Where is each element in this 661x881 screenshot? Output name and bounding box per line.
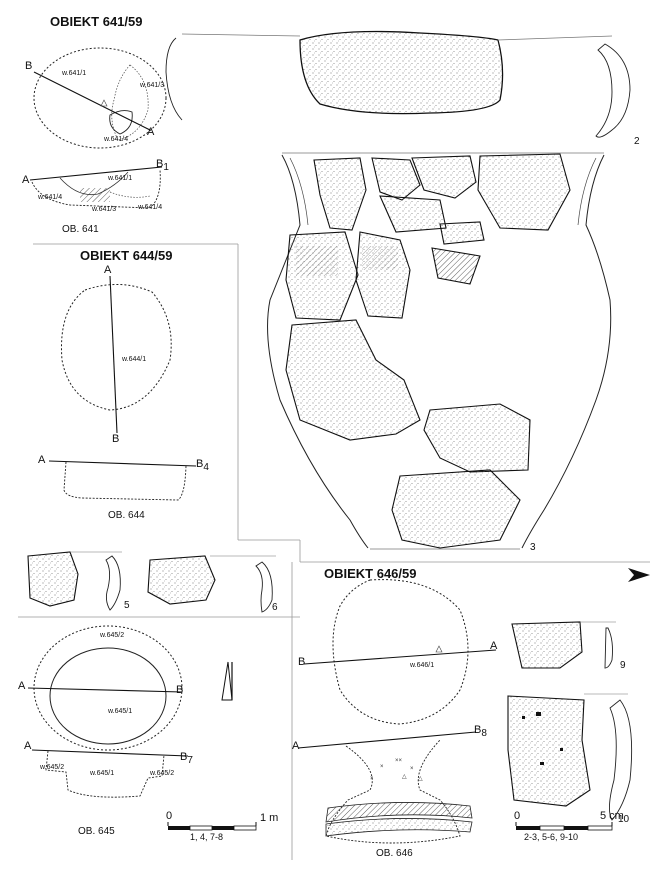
scale-m-start: 0	[166, 810, 173, 822]
section-label-w641-4-right: w.641/4	[138, 204, 163, 211]
section-b-644: B4	[196, 458, 209, 473]
scale-m-end: 1 m	[260, 812, 279, 824]
title-641: OBIEKT 641/59	[50, 14, 143, 29]
find-number-5: 5	[124, 600, 130, 611]
find-9-drawing	[511, 621, 616, 669]
plan-641	[33, 47, 167, 149]
label-w641-1: w.641/1	[62, 70, 87, 77]
scale-cm-note: 2-3, 5-6, 9-10	[524, 832, 579, 842]
section-label-w641-3: w.641/3	[92, 206, 117, 213]
marker-a-641: A	[147, 126, 155, 138]
caption-644: OB. 644	[108, 510, 145, 521]
section-a-645: A	[24, 740, 32, 752]
title-646: OBIEKT 646/59	[324, 566, 417, 581]
svg-text:△: △	[402, 774, 407, 780]
label-w641-4: w.641/4	[104, 136, 129, 143]
caption-646: OB. 646	[376, 848, 413, 859]
section-label-w645-2-right: w.645/2	[150, 770, 175, 777]
plan-645	[27, 625, 183, 751]
north-arrow	[221, 661, 233, 701]
find-number-10: 10	[618, 814, 630, 825]
svg-text:×: ×	[370, 776, 374, 782]
marker-a-644: A	[104, 264, 112, 276]
svg-text:×: ×	[410, 766, 414, 772]
find-number-9: 9	[620, 660, 626, 671]
marker-b-641: B	[25, 60, 33, 72]
scale-cm-start: 0	[514, 810, 521, 822]
find-5-drawing	[27, 551, 122, 611]
section-label-w641-1: w.641/1	[108, 175, 133, 182]
find-3-drawing	[267, 152, 612, 550]
section-646: ×××× ×△△	[297, 731, 477, 844]
section-b-645: B7	[180, 751, 193, 766]
scale-bar-cm-graphic	[515, 822, 613, 831]
find-2-drawing	[165, 30, 631, 138]
label-w645-2: w.645/2	[100, 632, 125, 639]
marker-b-644: B	[112, 433, 120, 445]
label-w641-3: w.641/3	[140, 82, 165, 89]
svg-text:△: △	[418, 776, 423, 782]
section-a-644: A	[38, 454, 46, 466]
caption-641: OB. 641	[62, 224, 99, 235]
scale-cm-end: 5 cm	[600, 810, 624, 822]
scale-bar-m-graphic	[167, 822, 257, 831]
section-b-641: B1	[156, 158, 169, 173]
plan-644	[60, 275, 172, 434]
section-label-w641-4-left: w.641/4	[38, 194, 63, 201]
label-w646-1: w.646/1	[410, 662, 435, 669]
svg-text:××: ××	[395, 758, 403, 764]
section-644	[48, 460, 197, 501]
section-645	[31, 749, 189, 798]
section-label-w645-2-left: w.645/2	[40, 764, 65, 771]
title-644: OBIEKT 644/59	[80, 248, 173, 263]
marker-b-646: B	[298, 656, 306, 668]
section-641	[29, 166, 163, 209]
svg-text:×: ×	[380, 764, 384, 770]
find-10-drawing	[507, 693, 633, 821]
find-number-2: 2	[634, 136, 640, 147]
marker-a-646: A	[490, 640, 498, 652]
find-6-drawing	[147, 555, 276, 613]
plan-646	[303, 579, 497, 725]
find-number-6: 6	[272, 602, 278, 613]
marker-a-645: A	[18, 680, 26, 692]
label-w645-1: w.645/1	[108, 708, 133, 715]
next-page-arrow-icon	[628, 568, 650, 582]
panel-dividers	[18, 243, 650, 860]
label-w644-1: w.644/1	[122, 356, 147, 363]
marker-b-645: B	[176, 684, 184, 696]
section-a-646: A	[292, 740, 300, 752]
scale-m-note: 1, 4, 7-8	[190, 832, 224, 842]
section-a-641: A	[22, 174, 30, 186]
find-number-3: 3	[530, 542, 536, 553]
caption-645: OB. 645	[78, 826, 115, 837]
section-b-646: B8	[474, 724, 487, 739]
section-label-w645-1: w.645/1	[90, 770, 115, 777]
